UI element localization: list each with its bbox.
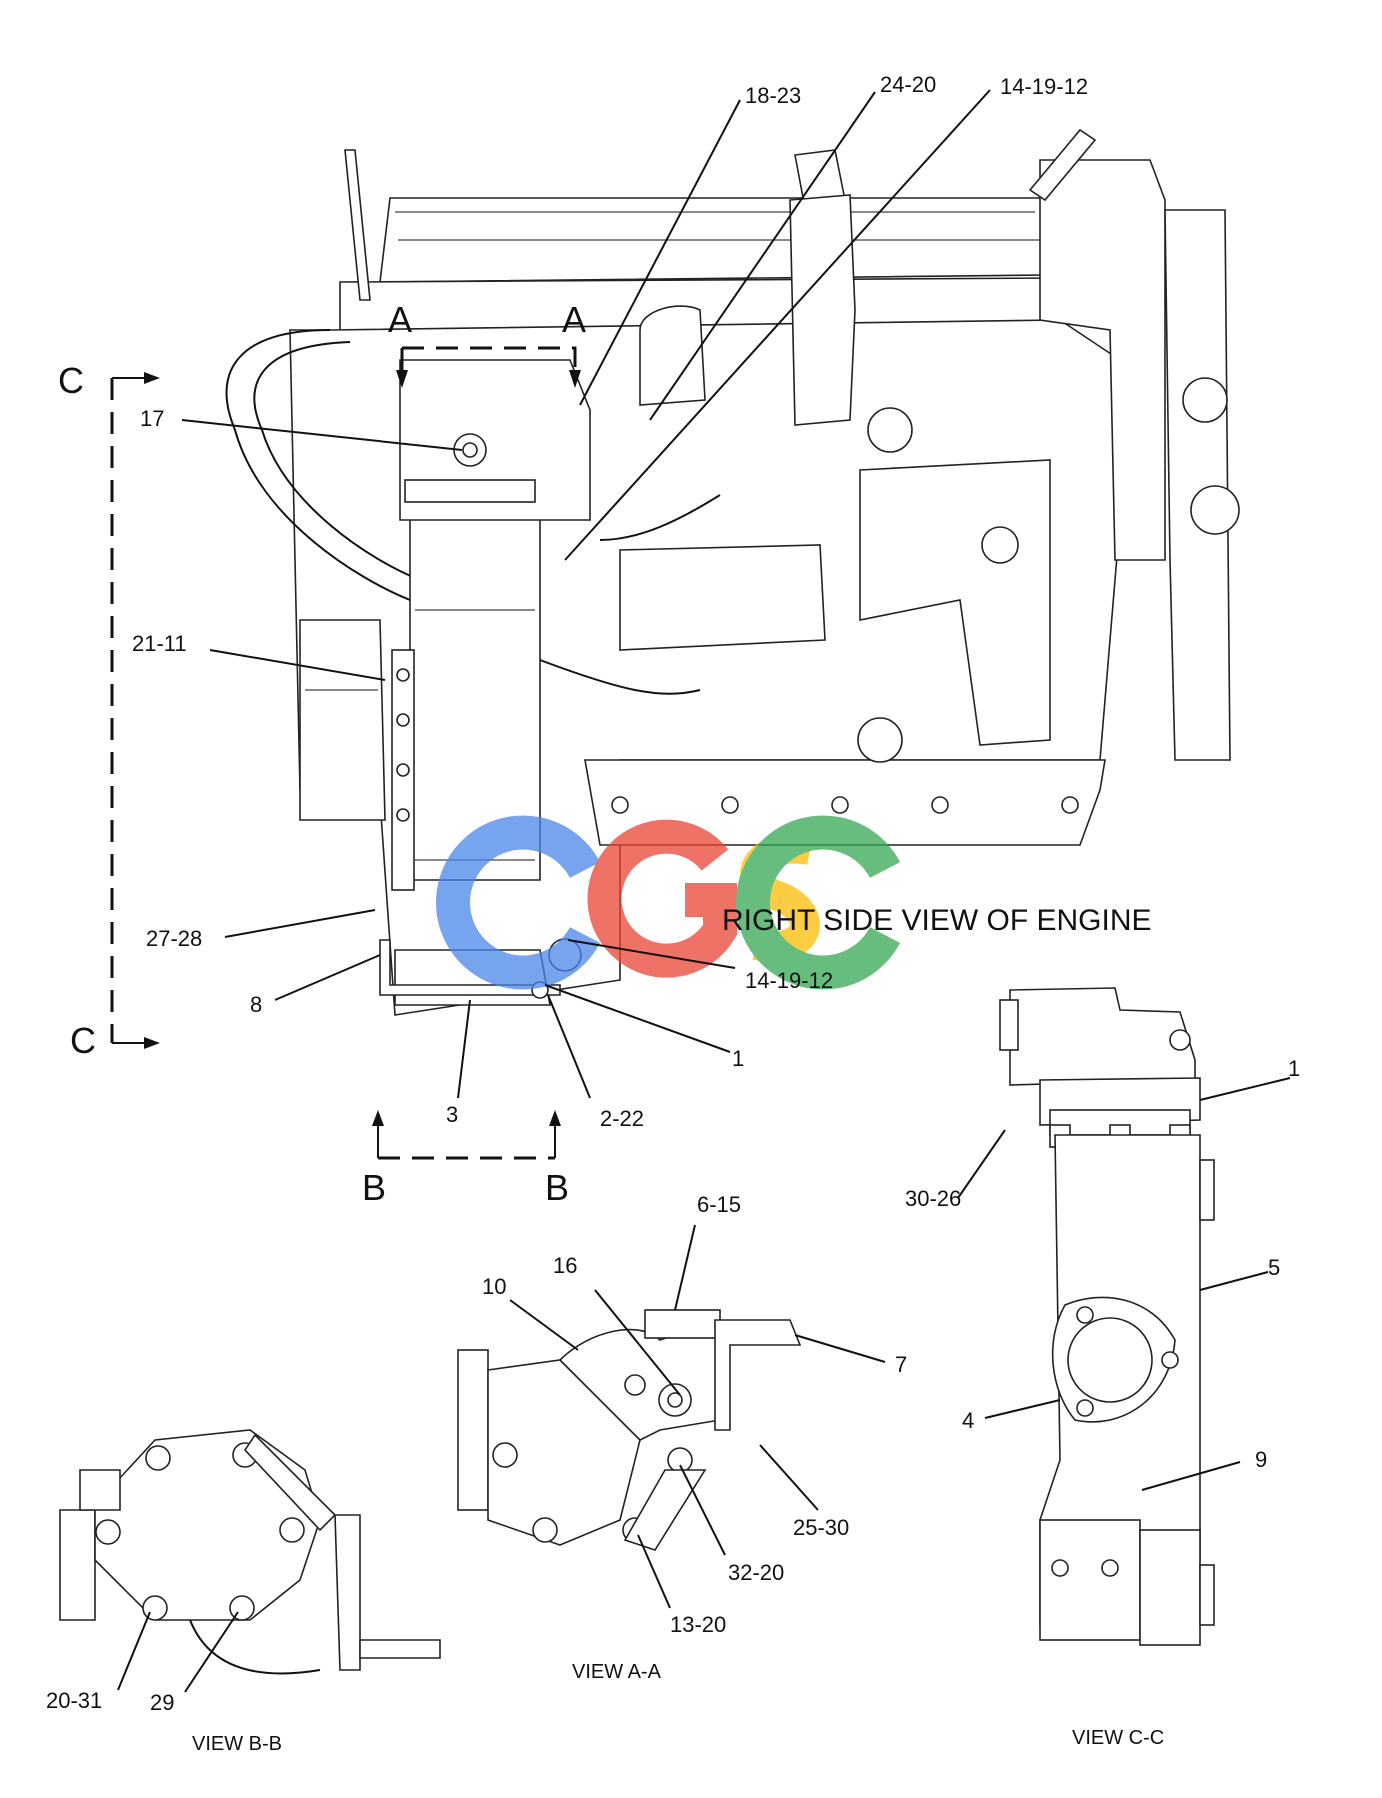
main-leader-lines [181,89,991,1099]
section-c-marker: C C [58,360,160,1061]
section-c-bottom-letter: C [70,1020,96,1061]
section-a-right-letter: A [562,299,586,340]
main-view-title: RIGHT SIDE VIEW OF ENGINE [722,904,1152,937]
callout-3: 3 [446,1102,458,1127]
section-c-top-letter: C [58,360,84,401]
callout-20-31: 20-31 [46,1688,102,1713]
watermark-logo [436,815,901,990]
callout-32-20: 32-20 [728,1560,784,1585]
callout-16: 16 [553,1253,577,1278]
section-a-marker: A A [388,299,586,388]
callout-10: 10 [482,1274,506,1299]
callout-13-20: 13-20 [670,1612,726,1637]
callout-27-28: 27-28 [146,926,202,951]
callout-4: 4 [962,1408,974,1433]
view-b-leader-lines [117,1611,239,1693]
view-b-caption: VIEW B-B [192,1733,282,1755]
callout-21-11: 21-11 [132,631,187,656]
callout-6-15: 6-15 [697,1192,741,1217]
section-b-right-letter: B [545,1167,569,1208]
view-a-caption: VIEW A-A [572,1661,662,1683]
view-b-b-drawing [59,1429,441,1675]
callout-8: 8 [250,992,262,1017]
callout-5: 5 [1268,1255,1280,1280]
section-b-marker: B B [362,1110,569,1208]
callout-14-19-12-bottom: 14-19-12 [745,968,833,993]
callout-17: 17 [140,406,164,431]
callout-30-26: 30-26 [905,1186,961,1211]
engine-right-side-view [225,128,1240,1016]
callout-2-22: 2-22 [600,1106,644,1131]
side-bracket-bolts [391,649,415,891]
callout-25-30: 25-30 [793,1515,849,1540]
view-a-a-drawing [457,1309,802,1551]
view-c-leader-lines [957,1077,1291,1491]
view-c-c-drawing [999,987,1215,1646]
callout-18-23: 18-23 [745,83,801,108]
section-a-left-letter: A [388,299,412,340]
view-a-leader-lines [509,1224,886,1609]
oil-pan-bolts [611,796,1079,814]
callout-29: 29 [150,1690,174,1715]
callout-1-main: 1 [732,1046,744,1071]
callout-14-19-12-top: 14-19-12 [1000,74,1088,99]
callout-1-view-c: 1 [1288,1056,1300,1081]
callout-24-20: 24-20 [880,72,936,97]
callout-9: 9 [1255,1447,1267,1472]
view-c-caption: VIEW C-C [1072,1727,1164,1749]
section-b-left-letter: B [362,1167,386,1208]
callout-7: 7 [895,1352,907,1377]
